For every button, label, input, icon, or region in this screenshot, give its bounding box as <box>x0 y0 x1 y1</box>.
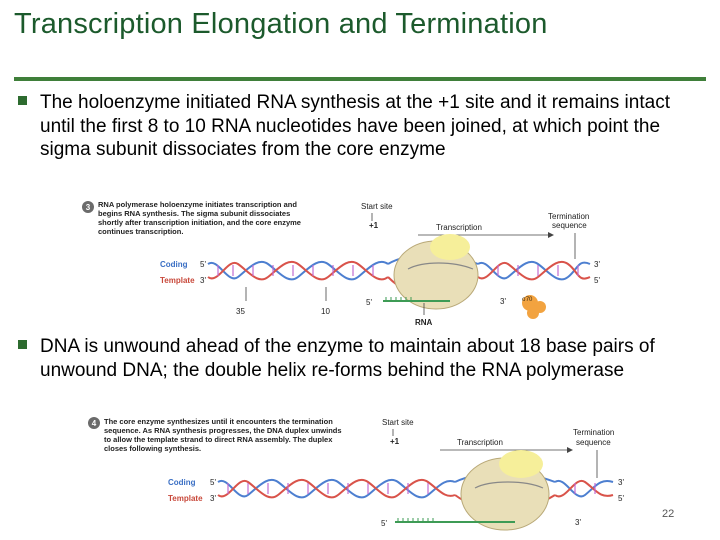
step-3-badge <box>82 201 94 213</box>
fig4-rna-strand: 5' 3' <box>381 518 581 528</box>
fig3-template-5prime: 5' <box>594 276 600 285</box>
fig3-sigma-subunit: σ70 <box>522 295 546 319</box>
fig4-plus-one-label: +1 <box>390 437 400 446</box>
fig3-position-35: 35 <box>236 307 245 316</box>
fig4-start-site-label: Start site <box>382 418 414 427</box>
bullet-1: The holoenzyme initiated RNA synthesis a… <box>18 91 688 162</box>
fig4-rna-3prime: 3' <box>575 518 581 527</box>
fig4-transcription-label: Transcription <box>457 438 503 447</box>
fig4-coding-label: Coding <box>168 478 196 487</box>
fig4-coding-3prime: 3' <box>618 478 624 487</box>
fig3-sigma-label: σ70 <box>522 297 533 303</box>
fig4-coding-5prime: 5' <box>210 478 216 487</box>
step-4-number: 4 <box>92 419 97 428</box>
fig3-coding-5prime: 5' <box>200 260 206 269</box>
fig4-template-3prime: 3' <box>210 494 216 503</box>
fig4-rna-polymerase <box>460 450 550 531</box>
figure-step-4: 4 The core enzyme synthesizes until it e… <box>85 414 650 536</box>
fig3-coding-label: Coding <box>160 260 188 269</box>
fig3-sequence-label: sequence <box>552 221 587 230</box>
fig4-dna-helix <box>217 472 614 511</box>
bullet-marker <box>18 340 27 349</box>
fig4-caption-line-2: sequence. As RNA synthesis progresses, t… <box>104 426 342 435</box>
fig4-sequence-label: sequence <box>576 438 611 447</box>
fig4-caption-line-1: The core enzyme synthesizes until it enc… <box>104 417 333 426</box>
fig3-template-label: Template <box>160 276 195 285</box>
fig4-termination-label: Termination <box>573 428 614 437</box>
fig3-rna-label: RNA <box>415 318 433 327</box>
fig3-caption-line-1: RNA polymerase holoenzyme initiates tran… <box>98 200 297 209</box>
bullet-2-text: DNA is unwound ahead of the enzyme to ma… <box>40 336 655 381</box>
fig3-caption-line-2: begins RNA synthesis. The sigma subunit … <box>98 209 290 218</box>
fig3-plus-one-label: +1 <box>369 221 379 230</box>
fig3-rna-5prime: 5' <box>366 298 372 307</box>
fig3-rna-strand: 5' 3' RNA <box>366 297 506 327</box>
fig4-rna-5prime: 5' <box>381 519 387 528</box>
title-divider <box>14 77 706 81</box>
fig4-template-label: Template <box>168 494 203 503</box>
fig4-caption-line-4: closes following synthesis. <box>104 444 201 453</box>
slide-title: Transcription Elongation and Termination <box>14 8 548 40</box>
fig3-rna-polymerase <box>393 234 479 310</box>
fig3-rna-3prime: 3' <box>500 297 506 306</box>
step-3-number: 3 <box>86 203 91 212</box>
fig3-termination-label: Termination <box>548 212 589 221</box>
figure-step-3: 3 RNA polymerase holoenzyme initiates tr… <box>78 197 618 329</box>
bullet-1-text: The holoenzyme initiated RNA synthesis a… <box>40 92 670 160</box>
page-number: 22 <box>662 508 675 520</box>
fig4-caption-line-3: to allow the template strand to direct R… <box>104 435 333 444</box>
fig4-template-5prime: 5' <box>618 494 624 503</box>
fig3-start-site-label: Start site <box>361 202 393 211</box>
fig3-caption-line-4: continues transcription. <box>98 227 183 236</box>
bullet-marker <box>18 96 27 105</box>
fig3-coding-3prime: 3' <box>594 260 600 269</box>
fig3-transcription-label: Transcription <box>436 223 482 232</box>
fig3-position-10: 10 <box>321 307 330 316</box>
fig3-caption-line-3: shortly after transcription initiation, … <box>98 218 301 227</box>
step-4-badge <box>88 417 100 429</box>
fig3-template-3prime: 3' <box>200 276 206 285</box>
bullet-2: DNA is unwound ahead of the enzyme to ma… <box>18 335 688 382</box>
